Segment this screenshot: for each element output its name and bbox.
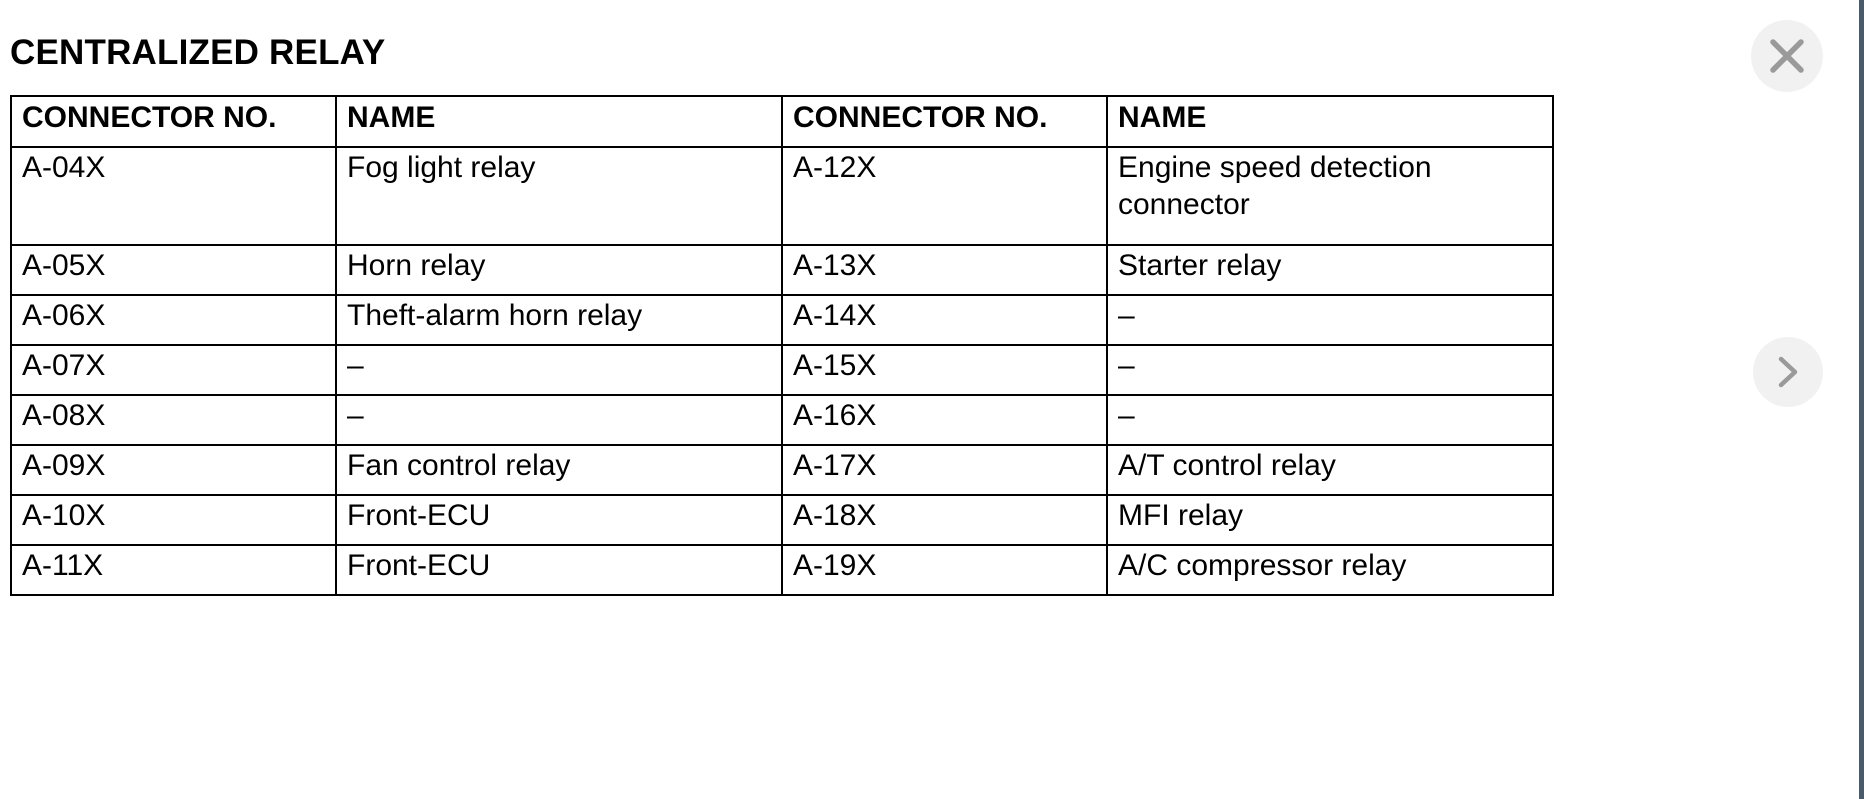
table-row: A-06X Theft-alarm horn relay A-14X – — [10, 294, 1554, 346]
name-cell-right: Starter relay — [1106, 244, 1554, 296]
connector-no-cell-left: A-05X — [10, 244, 337, 296]
name-cell-left: Fan control relay — [335, 444, 783, 496]
cell-text: A-11X — [22, 549, 104, 582]
name-cell-left: Front-ECU — [335, 544, 783, 596]
cell-text: Fog light relay — [347, 151, 536, 184]
page-edge-strip — [1856, 0, 1864, 799]
cell-text: A-18X — [793, 499, 877, 532]
cell-text: A-17X — [793, 449, 877, 482]
cell-text: A-16X — [793, 399, 877, 432]
cell-text: Front-ECU — [347, 499, 491, 532]
cell-text: – — [1118, 399, 1135, 432]
cell-text: A-15X — [793, 349, 877, 382]
column-header-name-right: NAME — [1106, 95, 1554, 148]
cell-text: Fan control relay — [347, 449, 571, 482]
cell-text: – — [1118, 299, 1135, 332]
cell-text: – — [1118, 349, 1135, 382]
table-row: A-10X Front-ECU A-18X MFI relay — [10, 494, 1554, 546]
cell-text: A-07X — [22, 349, 106, 382]
cell-text: A-06X — [22, 299, 106, 332]
cell-text: A-14X — [793, 299, 877, 332]
cell-text: – — [347, 399, 364, 432]
connector-no-cell-left: A-10X — [10, 494, 337, 546]
cell-text: A-09X — [22, 449, 106, 482]
name-cell-right: MFI relay — [1106, 494, 1554, 546]
name-cell-right: A/T control relay — [1106, 444, 1554, 496]
column-header-connector-no-right: CONNECTOR NO. — [781, 95, 1108, 148]
name-cell-left: – — [335, 344, 783, 396]
table-row: A-05X Horn relay A-13X Starter relay — [10, 244, 1554, 296]
cell-text: A-08X — [22, 399, 106, 432]
name-cell-right: – — [1106, 394, 1554, 446]
connector-no-cell-right: A-16X — [781, 394, 1108, 446]
connector-no-cell-left: A-04X — [10, 146, 337, 246]
connector-no-cell-left: A-08X — [10, 394, 337, 446]
connector-no-cell-right: A-14X — [781, 294, 1108, 346]
name-cell-right: – — [1106, 294, 1554, 346]
cell-text: A-05X — [22, 249, 106, 282]
name-cell-left: Fog light relay — [335, 146, 783, 246]
table-row: A-09X Fan control relay A-17X A/T control r… — [10, 444, 1554, 496]
table-header-row: CONNECTOR NO. NAME CONNECTOR NO. NAME — [10, 95, 1554, 148]
cell-text: – — [347, 349, 364, 382]
table-body: A-04X Fog light relay A-12X Engine speed de… — [10, 146, 1554, 596]
cell-text: A-19X — [793, 549, 877, 582]
cell-text: Front-ECU — [347, 549, 491, 582]
table-row: A-07X – A-15X – — [10, 344, 1554, 396]
name-cell-left: – — [335, 394, 783, 446]
chevron-right-icon — [1778, 356, 1798, 388]
connector-no-cell-right: A-15X — [781, 344, 1108, 396]
connector-no-cell-left: A-07X — [10, 344, 337, 396]
close-button[interactable] — [1751, 20, 1823, 92]
next-page-button[interactable] — [1753, 337, 1823, 407]
table-row: A-11X Front-ECU A-19X A/C compressor relay — [10, 544, 1554, 596]
name-cell-right: A/C compressor relay — [1106, 544, 1554, 596]
cell-text: A-13X — [793, 249, 877, 282]
page-title: CENTRALIZED RELAY — [10, 33, 386, 72]
connector-no-cell-right: A-17X — [781, 444, 1108, 496]
page-edge-highlight — [1856, 0, 1859, 799]
table-row: A-08X – A-16X – — [10, 394, 1554, 446]
centralized-relay-table: CONNECTOR NO. NAME CONNECTOR NO. NAME A-… — [10, 95, 1554, 596]
cell-text: A-12X — [793, 151, 877, 184]
cell-text: Starter relay — [1118, 249, 1282, 282]
name-cell-right: Engine speed detection connector — [1106, 146, 1554, 246]
name-cell-right: – — [1106, 344, 1554, 396]
connector-no-cell-left: A-09X — [10, 444, 337, 496]
cell-text: Horn relay — [347, 249, 486, 282]
close-icon — [1770, 39, 1804, 73]
connector-no-cell-right: A-19X — [781, 544, 1108, 596]
connector-no-cell-right: A-18X — [781, 494, 1108, 546]
connector-no-cell-right: A-13X — [781, 244, 1108, 296]
cell-text: MFI relay — [1118, 499, 1244, 532]
cell-text: A/T control relay — [1118, 449, 1336, 482]
name-cell-left: Horn relay — [335, 244, 783, 296]
cell-text: A-10X — [22, 499, 106, 532]
connector-no-cell-left: A-11X — [10, 544, 337, 596]
name-cell-left: Theft-alarm horn relay — [335, 294, 783, 346]
cell-text: A-04X — [22, 151, 106, 184]
column-header-connector-no-left: CONNECTOR NO. — [10, 95, 337, 148]
cell-text: Theft-alarm horn relay — [347, 299, 643, 332]
cell-text: A/C compressor relay — [1118, 549, 1407, 582]
cell-text: Engine speed detection connector — [1118, 151, 1432, 221]
table-row: A-04X Fog light relay A-12X Engine speed de… — [10, 146, 1554, 246]
name-cell-left: Front-ECU — [335, 494, 783, 546]
connector-no-cell-left: A-06X — [10, 294, 337, 346]
column-header-name-left: NAME — [335, 95, 783, 148]
connector-no-cell-right: A-12X — [781, 146, 1108, 246]
